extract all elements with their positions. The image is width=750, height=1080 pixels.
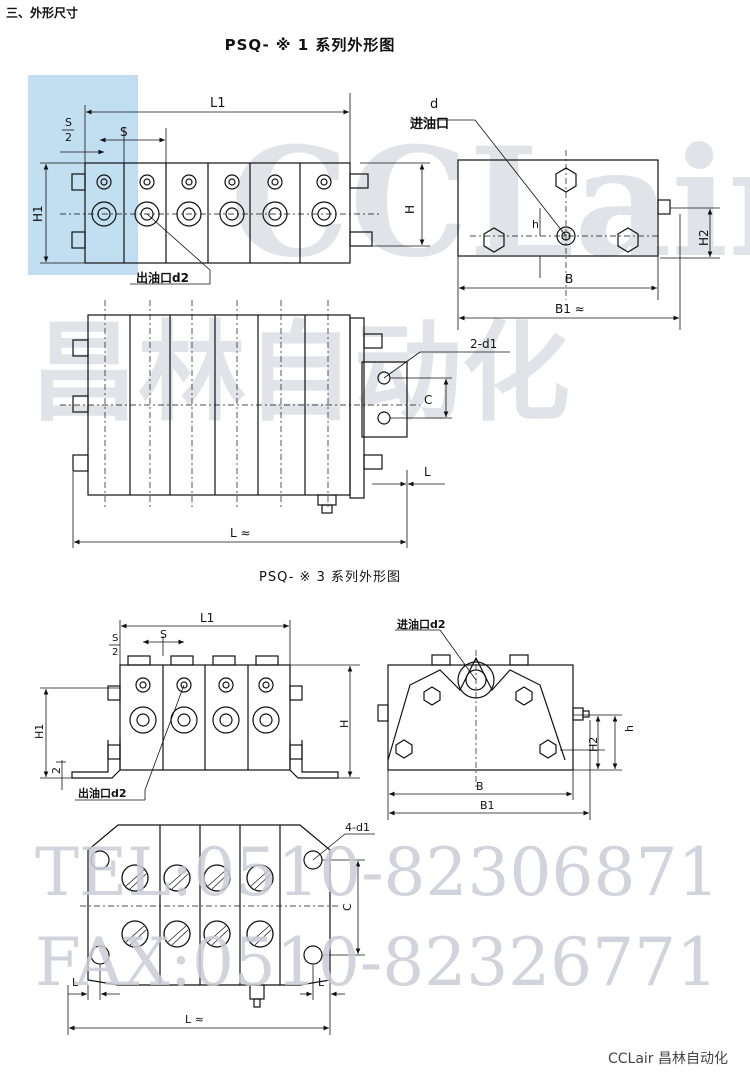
d1-h-small-label: h [532,218,539,231]
d1-l-label: L [424,465,431,479]
d3-4d1-label: 4-d1 [345,821,370,834]
d3-h2-label: H2 [587,737,600,752]
d1-2d1-label: 2-d1 [470,337,497,351]
d3-b1-label: B1 [480,799,495,812]
d3-outlet-label: 出油口d2 [78,786,127,800]
footer-brand: CCLair 昌林自动化 [607,1051,728,1067]
d3-side-dimensions [387,629,622,820]
watermark-brand-cn: 昌林自动化 [30,310,570,436]
d3-top-dimensions [67,833,375,1035]
d3-s-label: S [160,628,167,641]
d3-front-dimensions [40,620,360,801]
drawing-1-title: PSQ- ※ 1 系列外形图 [224,36,396,54]
d1-b-label: B [565,272,573,286]
d3-h-small-label: h [623,725,636,732]
d1-d-label: d [430,97,438,112]
d1-h2-label: H2 [697,229,711,246]
d3-top-view [80,824,340,1008]
watermark-brand: CCLair [230,115,750,291]
d1-side-dimensions [410,119,720,330]
d1-outlet-label: 出油口d2 [136,270,189,285]
d3-h1-label: H1 [33,724,46,739]
d1-b1-label: B1 ≈ [555,302,585,316]
d1-h1-label: H1 [31,205,45,222]
d3-ltotal-label: L ≈ [185,1013,204,1026]
d1-side-view [457,150,671,300]
d3-l-left-label: L [72,976,79,989]
watermark-logo: CCLair 昌林自动化 [28,75,750,436]
d3-inlet-label: 进油口d2 [397,617,446,631]
section-heading: 三、外形尺寸 [6,6,79,20]
watermark-fax: FAX:0510-82326771 [35,924,718,1001]
d1-l1-label: L1 [210,96,226,111]
d1-ltotal-label: L ≈ [230,526,251,540]
d1-front-view [60,162,380,264]
d1-c-label: C [424,393,432,407]
d1-inlet-label: 进油口 [410,116,449,132]
d1-s-half-num: S [65,116,72,129]
d1-front-dimensions [40,93,430,285]
d1-s-half-den: 2 [65,131,72,144]
d1-s-label: S [120,125,128,139]
d3-h-label: H [338,720,351,728]
d3-front-view [71,655,339,779]
d1-h-label: H [403,205,417,214]
d1-top-dimensions [72,351,510,548]
d3-l-right-label: L [318,976,325,989]
d3-b-label: B [476,780,484,793]
d3-l1-label: L1 [200,611,214,625]
d1-top-view [60,300,420,514]
d3-side-view [377,650,590,790]
d3-s-half-den: 2 [112,647,118,658]
watermark-tel: TEL:0510-82306871 [35,834,719,911]
d3-c-label: C [341,903,354,911]
d3-two-label: 2 [50,767,63,774]
drawing-3-title: PSQ- ※ 3 系列外形图 [259,570,401,585]
d3-s-half-num: S [112,633,118,644]
